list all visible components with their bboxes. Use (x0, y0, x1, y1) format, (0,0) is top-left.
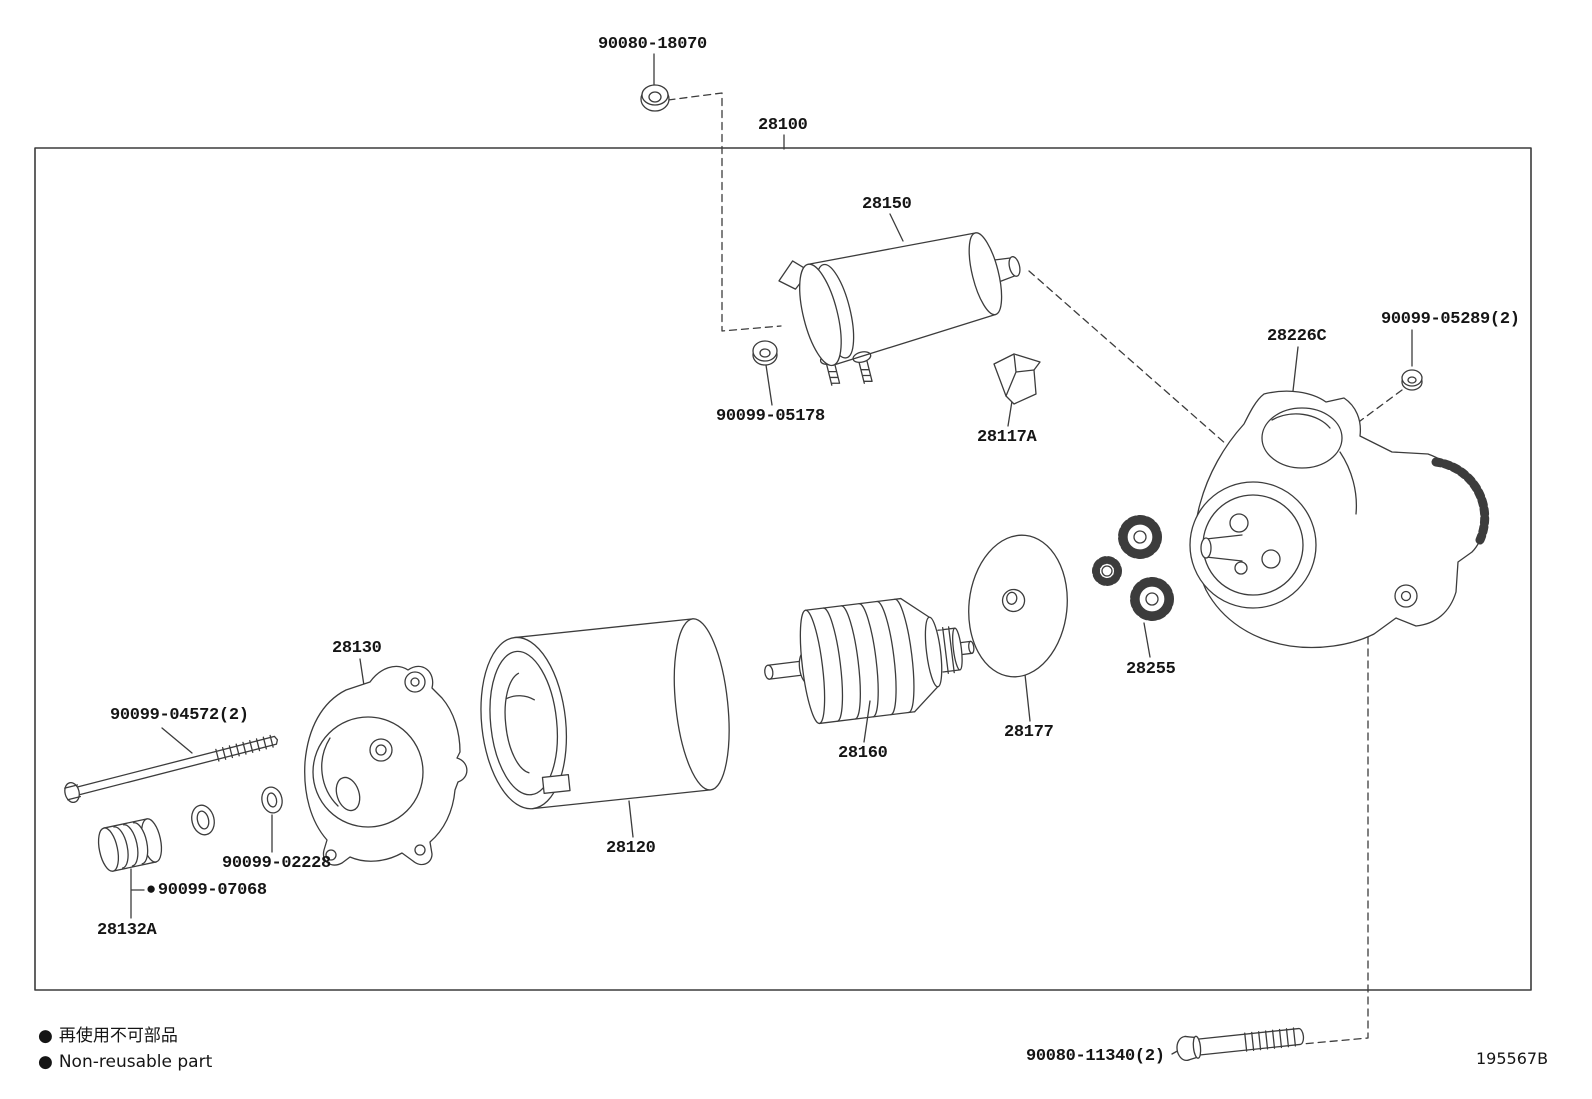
non-reusable-bullet-icon: ● (146, 881, 156, 900)
part-label-28255: 28255 (1126, 660, 1176, 679)
mount-bolt-90080-11340-drawing (1176, 1027, 1305, 1062)
planetary-gears-28255-drawing (1092, 515, 1174, 621)
leader-lines (130, 53, 1413, 1055)
legend-bullet-icon: ● (38, 1052, 53, 1072)
legend-non-reusable-en: ●Non-reusable part (38, 1052, 212, 1072)
cap-28132A-drawing (97, 818, 163, 872)
part-label-90099-05178: 90099-05178 (716, 407, 825, 426)
document-code: 195567B (1476, 1049, 1549, 1068)
bracket-28117A-drawing (993, 353, 1041, 405)
part-label-28150: 28150 (862, 195, 912, 214)
through-bolt-90099-04572-drawing (64, 734, 279, 803)
legend-non-reusable-jp: ●再使用不可部品 (38, 1026, 178, 1046)
part-label-90080-18070: 90080-18070 (598, 35, 707, 54)
plate-28177-drawing (968, 534, 1068, 678)
part-label-90099-07068: ●90099-07068 (146, 881, 267, 900)
part-label-90099-07068-text: 90099-07068 (157, 881, 267, 900)
part-label-28226C: 28226C (1267, 327, 1327, 346)
o-ring-90099-07068-drawing (191, 804, 215, 836)
yoke-28120-drawing (480, 618, 730, 810)
legend-en-text: Non-reusable part (58, 1052, 213, 1072)
legend-bullet-icon: ● (38, 1026, 53, 1046)
nut-90099-05289-drawing (1401, 369, 1423, 391)
drive-housing-28226C-drawing (1189, 390, 1490, 649)
part-label-28132A: 28132A (97, 921, 157, 940)
part-label-28160: 28160 (838, 744, 888, 763)
nut-90080-18070-drawing (640, 84, 670, 112)
washer-90099-02228-drawing (261, 786, 283, 814)
assembly-frame-box (34, 147, 1532, 991)
legend-jp-text: 再使用不可部品 (58, 1026, 178, 1046)
solenoid-28150-drawing (778, 232, 1021, 386)
clutch-28160-drawing (764, 597, 975, 725)
part-label-28117A: 28117A (977, 428, 1037, 447)
part-label-90099-04572: 90099-04572(2) (110, 706, 249, 725)
nut-90099-05178-drawing (752, 340, 778, 366)
part-label-90080-11340: 90080-11340(2) (1026, 1047, 1165, 1066)
part-label-28177: 28177 (1004, 723, 1054, 742)
part-label-28120: 28120 (606, 839, 656, 858)
end-frame-28130-drawing (304, 665, 468, 866)
part-label-90099-02228: 90099-02228 (222, 854, 331, 873)
part-label-90099-05289: 90099-05289(2) (1381, 310, 1520, 329)
part-label-28100: 28100 (758, 116, 808, 135)
part-label-28130: 28130 (332, 639, 382, 658)
